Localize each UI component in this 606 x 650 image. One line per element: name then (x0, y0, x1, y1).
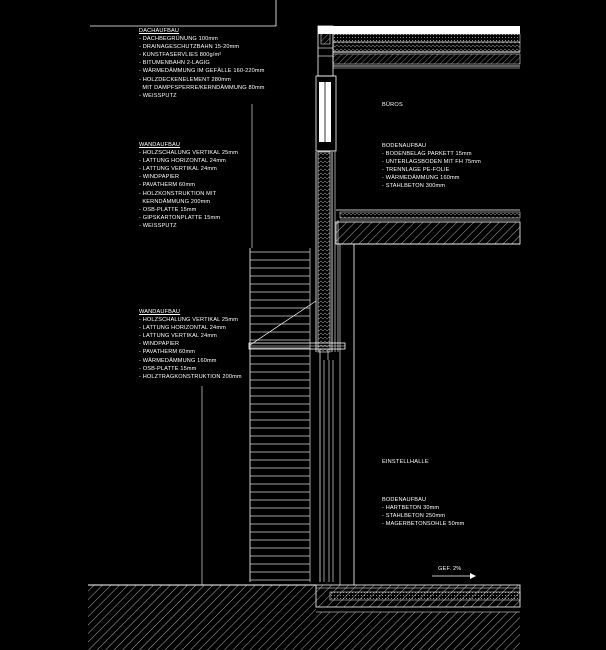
upper-wall (315, 75, 339, 353)
roof-note-line: - DACHBEGRÜNUNG 100mm (139, 36, 218, 43)
garage-floor-note-line: - MAGERBETONSOHLE 50mm (382, 521, 465, 528)
office-floor-note-title: BODENAUFBAU (382, 143, 427, 149)
room-label-garage: EINSTELLHALLE (382, 459, 429, 465)
lower-wall-note-line: - OSB-PLATTE 15mm (139, 365, 197, 372)
roof-note-line: - KUNSTFASERVLIES 800g/m² (139, 52, 222, 59)
roof-note-line: - WÄRMEDÄMMUNG IM GEFÄLLE 160-220mm (139, 68, 265, 75)
lower-wall-note-title: WANDAUFBAU (139, 309, 181, 315)
facade-cladding (249, 248, 311, 582)
roof-note-line: - WEISSPUTZ (139, 92, 177, 99)
garage-floor-note-line: - STAHLBETON 250mm (382, 513, 446, 520)
leader-lines (201, 104, 253, 585)
garage-floor-note-title: BODENAUFBAU (382, 497, 427, 503)
upper-wall-note-line: - LATTUNG VERTIKAL 24mm (139, 166, 217, 173)
roof-note: DACHAUFBAU - DACHBEGRÜNUNG 100mm - DRAIN… (139, 27, 265, 100)
upper-wall-note-line: - GIPSKARTONPLATTE 15mm (139, 214, 221, 221)
roof-note-line: - DRAINAGESCHUTZBAHN 15-20mm (139, 44, 240, 51)
office-floor-note: BODENAUFBAU - BODENBELAG PARKETT 15mm - … (382, 142, 481, 191)
garage-floor-note-line: - HARTBETON 30mm (382, 505, 440, 512)
office-floor-note-line: - UNTERLAGSBODEN MIT FH 75mm (382, 159, 481, 166)
upper-wall-note: WANDAUFBAU - HOLZSCHALUNG VERTIKAL 25mm … (139, 141, 238, 230)
roof-note-line: - HOLZDECKENELEMENT 280mm (139, 76, 231, 83)
upper-wall-note-line: - LATTUNG HORIZONTAL 24mm (139, 158, 226, 165)
lower-wall (319, 349, 334, 582)
office-floor-note-line: - WÄRMEDÄMMUNG 160mm (382, 175, 460, 182)
lower-wall-note-line: - LATTUNG HORIZONTAL 24mm (139, 325, 226, 332)
office-floor-note-line: - BODENBELAG PARKETT 15mm (382, 151, 472, 158)
lower-wall-note-line: - HOLZSCHALUNG VERTIKAL 25mm (139, 317, 239, 324)
foundation (315, 584, 521, 613)
lower-wall-note-line: - PAVATHERM 60mm (139, 349, 196, 356)
roof-note-line: MIT DAMPFSPERRE/KERNDÄMMUNG 80mm (139, 84, 265, 91)
lower-wall-note-line: - LATTUNG VERTIKAL 24mm (139, 333, 217, 340)
upper-wall-note-line: - PAVATHERM 60mm (139, 182, 196, 189)
upper-wall-note-line: - HOLZKONSTRUKTION MIT (139, 190, 217, 197)
lower-wall-note-line: - WÄRMEDÄMMUNG 160mm (139, 357, 217, 364)
lower-wall-note-line: - HOLZTRAGKONSTRUKTION 200mm (139, 373, 242, 380)
lower-wall-note: WANDAUFBAU - HOLZSCHALUNG VERTIKAL 25mm … (139, 308, 242, 381)
slope-arrow (432, 573, 476, 579)
office-floor-slab (335, 209, 521, 585)
roof-note-line: - BITUMENBAHN 2-LAGIG (139, 60, 210, 67)
lower-wall-note-line: - WINDPAPIER (139, 341, 180, 348)
room-label-offices: BÜROS (382, 102, 403, 108)
upper-wall-note-line: KERNDÄMMUNG 200mm (139, 198, 211, 205)
upper-wall-note-line: - OSB-PLATTE 15mm (139, 206, 197, 213)
upper-wall-note-line: - WINDPAPIER (139, 174, 180, 181)
roof-assembly (317, 25, 521, 77)
canopy-ledge (248, 300, 346, 360)
ground-soil (88, 584, 520, 650)
upper-wall-note-title: WANDAUFBAU (139, 142, 181, 148)
office-floor-note-line: - TRENNLAGE PE-FOLIE (382, 167, 450, 174)
slope-label: GEF. 2% (438, 566, 462, 572)
upper-wall-note-line: - WEISSPUTZ (139, 222, 177, 229)
roof-note-title: DACHAUFBAU (139, 28, 180, 34)
office-floor-note-line: - STAHLBETON 300mm (382, 183, 446, 190)
garage-floor-note: BODENAUFBAU - HARTBETON 30mm - STAHLBETO… (382, 496, 464, 528)
upper-wall-note-line: - HOLZSCHALUNG VERTIKAL 25mm (139, 150, 239, 157)
